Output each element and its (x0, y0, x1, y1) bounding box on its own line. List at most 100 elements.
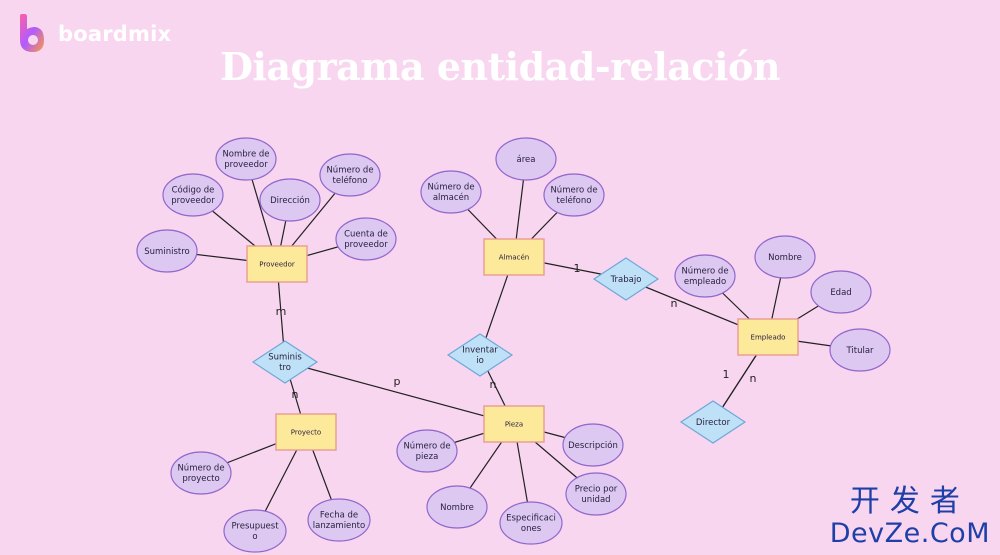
attribute-label: Edad (830, 288, 851, 298)
entity-box (246, 245, 308, 283)
attribute-label: unidad (581, 495, 610, 505)
attribute-ellipse (754, 235, 816, 279)
attribute-label: proveedor (344, 240, 388, 250)
attribute-ellipse (495, 137, 557, 181)
attribute-label: Nombre de (222, 150, 269, 160)
relation-label: tro (279, 363, 291, 373)
relation-director[interactable]: Director (679, 400, 747, 444)
watermark: 开发者 DevZe.CoM (830, 485, 990, 549)
relation-label: Director (696, 418, 731, 428)
attribute-nombre-empleado[interactable]: Nombre (754, 235, 816, 279)
cardinality-label: 1 (574, 262, 581, 275)
attribute-ellipse (562, 423, 624, 467)
attribute-label: teléfono (557, 195, 592, 206)
attribute-label: o (252, 532, 257, 542)
cardinality-label: n (292, 388, 299, 401)
attribute-ellipse (335, 217, 397, 261)
attribute-nombre-pieza[interactable]: Nombre (426, 485, 488, 529)
attribute-label: ones (521, 524, 542, 534)
attribute-ellipse (136, 229, 198, 273)
attribute-area[interactable]: área (495, 137, 557, 181)
entity-pieza[interactable]: Pieza (483, 405, 545, 443)
attribute-ellipse (499, 501, 563, 545)
attribute-ellipse (543, 173, 605, 217)
attribute-label: Número de (550, 186, 597, 196)
relation-link-suministro-pieza (284, 361, 515, 425)
attribute-edad[interactable]: Edad (810, 270, 872, 314)
cardinality-label: m (276, 305, 287, 318)
attribute-direccion[interactable]: Dirección (259, 178, 321, 222)
attribute-label: área (517, 155, 536, 165)
brand-name: boardmix (58, 22, 172, 46)
attribute-label: Número de (681, 267, 728, 277)
attribute-label: proveedor (171, 196, 215, 206)
entity-proyecto[interactable]: Proyecto (275, 413, 337, 451)
attribute-label: pieza (416, 452, 439, 462)
attribute-ellipse (319, 153, 381, 197)
attribute-suministro-attr[interactable]: Suministro (136, 229, 198, 273)
attribute-label: Titular (845, 346, 874, 356)
relation-label: Trabajo (610, 275, 642, 285)
attribute-ellipse (215, 137, 277, 181)
attribute-ellipse (259, 178, 321, 222)
attribute-label: Número de (403, 442, 450, 452)
attribute-ellipse (810, 270, 872, 314)
attribute-label: proveedor (224, 160, 268, 170)
boardmix-logo-icon (16, 14, 46, 54)
entity-proveedor[interactable]: Proveedor (246, 245, 308, 283)
relation-diamond (446, 333, 514, 377)
entity-empleado[interactable]: Empleado (737, 318, 799, 356)
cardinality-label: n (671, 297, 678, 310)
relation-label: Inventar (462, 346, 498, 356)
attribute-label: Especificaci (506, 514, 556, 524)
attribute-label: almacén (433, 192, 469, 203)
attribute-label: Código de (172, 185, 215, 196)
relation-suministro[interactable]: Suministro (251, 340, 319, 384)
attribute-ellipse (396, 429, 458, 473)
attribute-label: Número de (326, 166, 373, 176)
relation-diamond (592, 257, 660, 301)
attribute-ellipse (223, 509, 287, 553)
attribute-label: Suministro (144, 247, 189, 257)
cardinality-label: n (750, 372, 757, 385)
relation-trabajo[interactable]: Trabajo (592, 257, 660, 301)
relation-diamond (251, 340, 319, 384)
entity-label: Empleado (751, 333, 786, 341)
attribute-ellipse (674, 254, 736, 298)
attribute-descripcion[interactable]: Descripción (562, 423, 624, 467)
attribute-ellipse (829, 328, 891, 372)
attribute-label: Fecha de (320, 511, 358, 521)
attribute-label: empleado (684, 277, 726, 287)
attribute-label: Cuenta de (344, 230, 388, 240)
cardinality-label: n (490, 378, 497, 391)
relation-label: Suminis (268, 353, 302, 363)
attribute-label: proyecto (182, 474, 219, 484)
attribute-label: Presupuest (231, 522, 279, 532)
attribute-label: Número de (427, 183, 474, 193)
attribute-ellipse (565, 472, 627, 516)
entity-box (483, 405, 545, 443)
attribute-ellipse (162, 173, 224, 217)
attribute-label: teléfono (333, 175, 368, 186)
entity-almacen[interactable]: Almacén (483, 238, 545, 276)
attribute-ellipse (420, 170, 482, 214)
attribute-titular[interactable]: Titular (829, 328, 891, 372)
entity-label: Almacén (499, 253, 529, 261)
